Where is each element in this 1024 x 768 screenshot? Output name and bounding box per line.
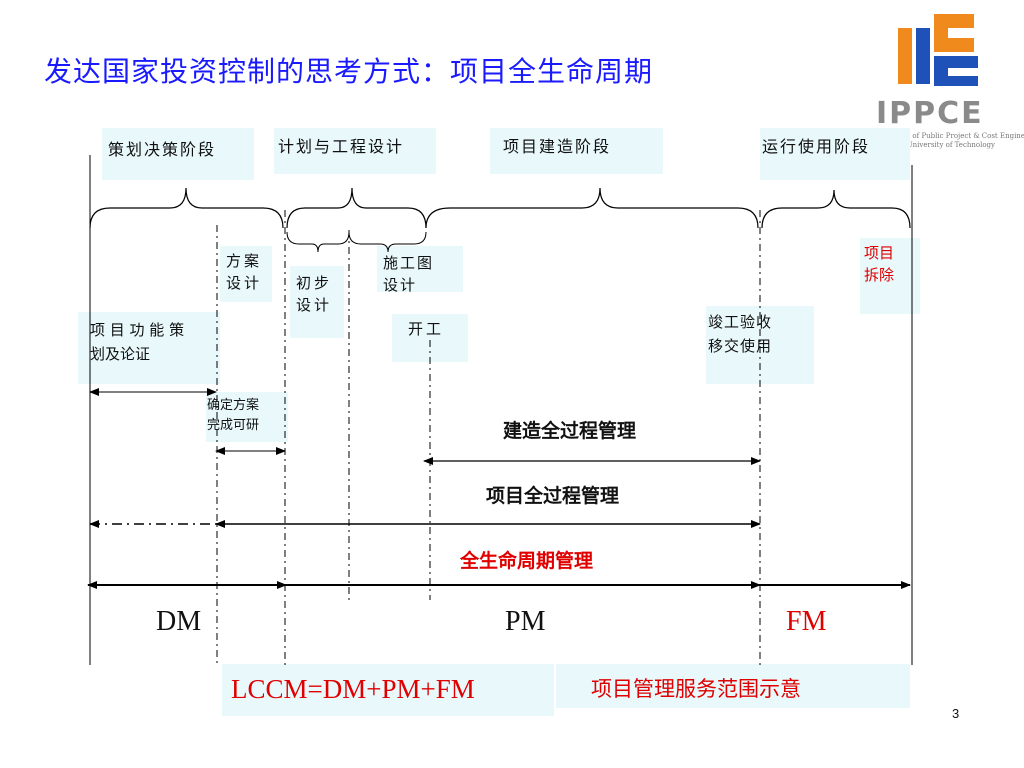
scheme-design-line1: 方案	[226, 252, 263, 270]
completion-line2: 移交使用	[708, 337, 773, 355]
phase-label-planning: 计划与工程设计	[278, 137, 405, 156]
construction-process-label: 建造全过程管理	[503, 420, 637, 442]
phase-label-operation: 运行使用阶段	[762, 137, 871, 156]
phase-label-decision: 策划决策阶段	[108, 140, 217, 159]
construction-drawing-line1: 施工图	[383, 254, 435, 272]
preliminary-design-label: 初步 设计	[296, 272, 332, 316]
ippce-logo-mark	[898, 14, 978, 86]
phase-box-decision	[102, 128, 254, 180]
completion-line1: 竣工验收	[708, 313, 773, 331]
preliminary-design-line1: 初步	[296, 274, 333, 292]
brace-decision	[89, 187, 284, 229]
logo-subtitle-line1: Institute of Public Project & Cost Engin…	[880, 132, 1024, 140]
feasibility-label: 确定方案 完成可研	[207, 396, 259, 436]
demolition-box	[860, 238, 920, 314]
feasibility-box	[206, 392, 288, 442]
function-planning-line1: 项 目 功 能 策	[90, 321, 185, 339]
function-planning-box	[78, 312, 220, 384]
preliminary-design-box	[290, 266, 344, 338]
construction-drawing-label: 施工图 设计	[383, 252, 434, 296]
phase-box-operation	[760, 128, 910, 180]
completion-label: 竣工验收 移交使用	[708, 310, 772, 358]
formula-text: LCCM=DM+PM+FM	[231, 674, 475, 704]
feasibility-line2: 完成可研	[207, 418, 260, 433]
pm-label: PM	[505, 606, 546, 637]
demolition-label: 项目 拆除	[864, 242, 894, 286]
dm-label: DM	[156, 606, 202, 637]
construction-drawing-box	[377, 246, 463, 292]
function-planning-label: 项 目 功 能 策 划及论证	[90, 318, 184, 366]
start-work-box	[392, 314, 468, 362]
brace-drawing	[348, 231, 427, 253]
caption-box	[556, 664, 910, 708]
formula-box	[222, 664, 554, 716]
lifecycle-label: 全生命周期管理	[460, 550, 594, 572]
construction-drawing-line2: 设计	[383, 276, 418, 294]
page-number: 3	[952, 706, 960, 721]
demolition-line2: 拆除	[864, 266, 895, 284]
logo-name: IPPCE	[876, 96, 984, 131]
project-process-label: 项目全过程管理	[486, 485, 620, 507]
brace-preliminary	[286, 231, 350, 253]
preliminary-design-line2: 设计	[296, 296, 333, 314]
brace-operation	[761, 189, 911, 229]
scheme-design-box	[220, 246, 272, 302]
logo-subtitle-line2: Tianjin University of Technology	[880, 141, 995, 149]
scheme-design-line2: 设计	[226, 274, 263, 292]
function-planning-line2: 划及论证	[90, 345, 151, 363]
slide-title: 发达国家投资控制的思考方式：项目全生命周期	[44, 55, 654, 88]
brace-planning	[286, 187, 427, 229]
feasibility-line1: 确定方案	[207, 398, 260, 413]
start-work-label: 开工	[408, 320, 445, 338]
demolition-line1: 项目	[864, 244, 895, 262]
scheme-design-label: 方案 设计	[226, 250, 262, 294]
phase-label-construction: 项目建造阶段	[503, 137, 612, 156]
logo-subtitle: Institute of Public Project & Cost Engin…	[880, 132, 1024, 150]
phase-box-planning	[274, 128, 436, 174]
caption-text: 项目管理服务范围示意	[591, 677, 801, 701]
phase-box-construction	[490, 128, 663, 174]
fm-label: FM	[786, 606, 827, 637]
ippce-logo: IPPCE Institute of Public Project & Cost…	[858, 10, 1024, 150]
brace-construction	[425, 187, 759, 229]
